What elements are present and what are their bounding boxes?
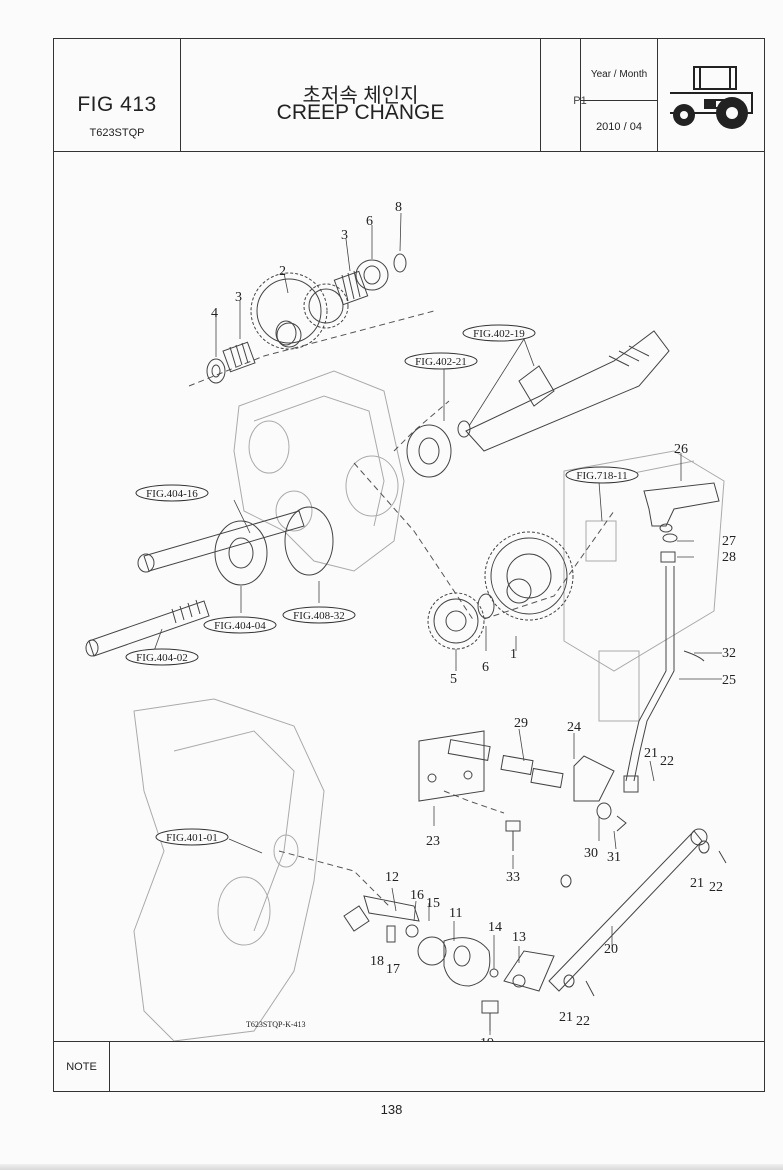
ref-fig-402-19[interactable]: FIG.402-19: [462, 324, 536, 342]
note-row: NOTE: [54, 1041, 764, 1092]
page-id: P1: [573, 95, 587, 107]
part-label-23: 23: [426, 834, 440, 849]
page-id-cell: P1: [541, 39, 587, 151]
part-label-24: 24: [567, 720, 581, 735]
ref-label: FIG.401-01: [166, 832, 218, 844]
part-label-21-b: 21: [690, 876, 704, 891]
part-label-19: 19: [480, 1036, 494, 1041]
note-label: NOTE: [54, 1042, 110, 1092]
ref-label: FIG.718-11: [576, 470, 627, 482]
part-label-8: 6: [366, 214, 373, 229]
date-divider: [581, 100, 657, 101]
ref-label: FIG.404-02: [136, 652, 188, 664]
part-label-29: 29: [514, 716, 528, 731]
ref-label: FIG.408-32: [293, 610, 345, 622]
part-label-1: 1: [510, 647, 517, 662]
part-label-12: 12: [385, 870, 399, 885]
part-label-26: 26: [674, 442, 688, 457]
title-korean: 초저속 체인지: [302, 85, 419, 107]
fig-number-cell: FIG 413 T623STQP: [54, 39, 181, 151]
part-label-4: 4: [211, 306, 218, 321]
part-label-13: 13: [512, 930, 526, 945]
title-cell: 초저속 체인지 CREEP CHANGE: [181, 39, 541, 151]
part-label-22-b: 22: [709, 880, 723, 895]
part-label-2: 2: [279, 264, 286, 279]
fig-number: FIG 413: [77, 93, 157, 116]
ref-label: FIG.404-16: [146, 488, 198, 500]
ref-fig-408-32[interactable]: FIG.408-32: [282, 606, 356, 624]
part-label-16: 16: [410, 888, 424, 903]
ref-label: FIG.402-21: [415, 356, 467, 368]
cross-references: FIG.402-19 FIG.402-21 FIG.718-11 FIG.404…: [125, 324, 639, 846]
part-label-31: 31: [607, 850, 621, 865]
part-numbers: 8 6 3 2 3 4 26 27 28 1 5 6 32 25 29 24 2…: [211, 200, 736, 1041]
ref-fig-404-16[interactable]: FIG.404-16: [135, 484, 209, 502]
part-label-9: 8: [395, 200, 402, 215]
part-label-21-a: 21: [644, 746, 658, 761]
ref-fig-404-02[interactable]: FIG.404-02: [125, 648, 199, 666]
part-label-20: 20: [604, 942, 618, 957]
diagram-svg: 8 6 3 2 3 4 26 27 28 1 5 6 32 25 29 24 2…: [85, 200, 736, 1041]
date-cell: Year / Month 2010 / 04: [581, 39, 658, 151]
part-label-3-upper: 3: [341, 228, 348, 243]
part-label-25: 25: [722, 673, 736, 688]
title-english: CREEP CHANGE: [276, 101, 445, 124]
part-label-6: 6: [482, 660, 489, 675]
part-label-18: 18: [370, 954, 384, 969]
part-label-27: 27: [722, 534, 736, 549]
part-label-22-a: 22: [660, 754, 674, 769]
ref-fig-402-21[interactable]: FIG.402-21: [404, 352, 478, 370]
page-number: 138: [380, 1102, 403, 1117]
part-label-32: 32: [722, 646, 736, 661]
part-label-21-c: 21: [559, 1010, 573, 1025]
tractor-cell: [658, 39, 764, 151]
ref-fig-401-01[interactable]: FIG.401-01: [155, 828, 229, 846]
part-label-5: 5: [450, 672, 457, 687]
drawing-code: T623STQP-K-413: [246, 1020, 306, 1029]
ref-label: FIG.402-19: [473, 328, 525, 340]
part-label-3-lower: 3: [235, 290, 242, 305]
part-label-28: 28: [722, 550, 736, 565]
part-label-30: 30: [584, 846, 598, 861]
exploded-diagram: 8 6 3 2 3 4 26 27 28 1 5 6 32 25 29 24 2…: [54, 151, 764, 1041]
part-label-22-c: 22: [576, 1014, 590, 1029]
title-block: FIG 413 T623STQP 초저속 체인지 CREEP CHANGE P1…: [54, 39, 764, 152]
tractor-icon: [670, 66, 753, 129]
ref-fig-718-11[interactable]: FIG.718-11: [565, 466, 639, 484]
part-label-17: 17: [386, 962, 400, 977]
model-code: T623STQP: [89, 127, 145, 139]
ref-fig-404-04[interactable]: FIG.404-04: [203, 616, 277, 634]
ref-label: FIG.404-04: [214, 620, 266, 632]
scan-edge: [0, 1164, 783, 1170]
sheet-frame: FIG 413 T623STQP 초저속 체인지 CREEP CHANGE P1…: [53, 38, 765, 1092]
date-label: Year / Month: [590, 69, 648, 80]
part-label-15: 15: [426, 896, 440, 911]
part-label-33: 33: [506, 870, 520, 885]
part-label-11: 11: [449, 906, 462, 921]
part-label-14: 14: [488, 920, 502, 935]
date-value: 2010 / 04: [596, 121, 642, 133]
